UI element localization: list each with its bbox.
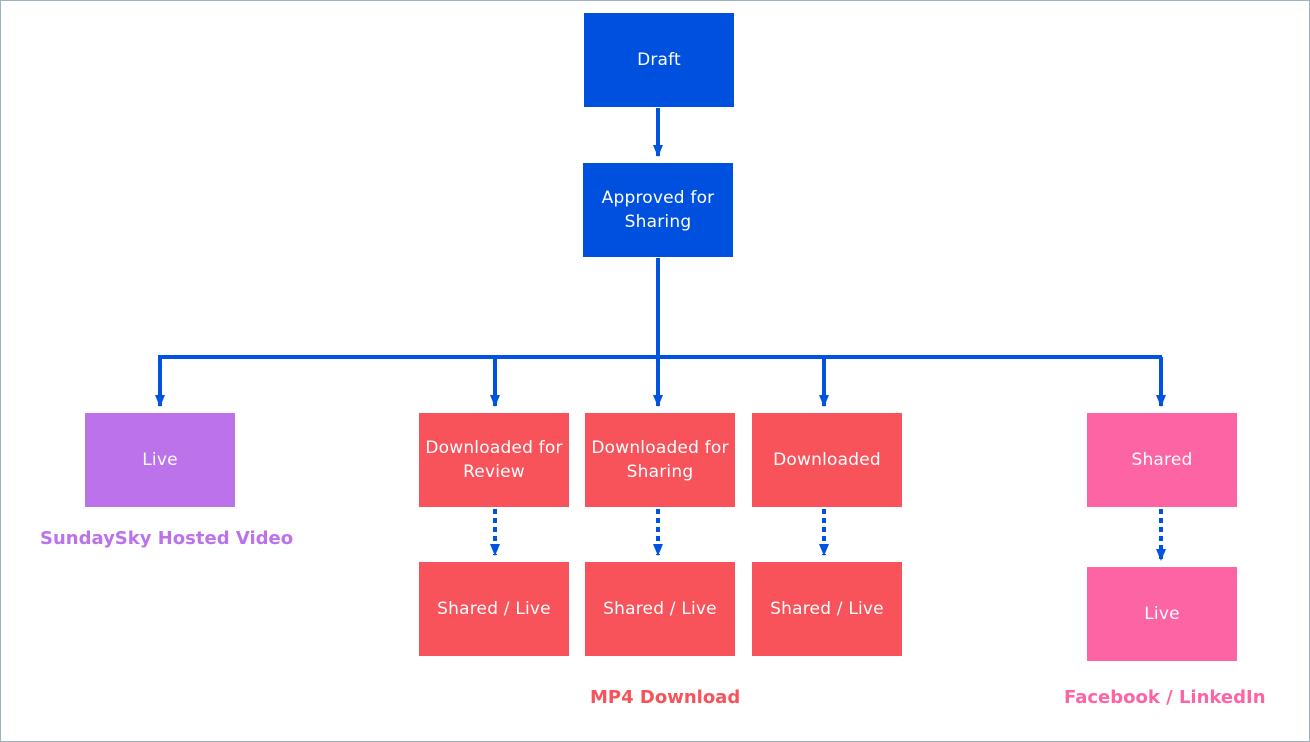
node-shared-social: Shared xyxy=(1087,413,1237,507)
group-label-mp4-download: MP4 Download xyxy=(590,687,741,708)
node-shared-live-label: Shared / Live xyxy=(603,599,717,619)
node-downloaded: Downloaded xyxy=(752,413,902,507)
node-live-social-label: Live xyxy=(1144,604,1180,624)
node-live-social: Live xyxy=(1087,567,1237,661)
node-shared-social-label: Shared xyxy=(1131,450,1193,470)
group-label-hosted-video: SundaySky Hosted Video xyxy=(40,528,294,549)
node-shared-live-review: Shared / Live xyxy=(419,562,569,656)
node-downloaded-label: Downloaded xyxy=(773,450,881,470)
node-downloaded-for-sharing: Downloaded for Sharing xyxy=(585,413,735,507)
node-downloaded-sharing-label: Downloaded for Sharing xyxy=(591,438,729,482)
group-label-social: Facebook / LinkedIn xyxy=(1064,687,1266,708)
node-live-hosted-label: Live xyxy=(142,450,178,470)
node-downloaded-review-label: Downloaded for Review xyxy=(425,438,563,482)
node-downloaded-for-review: Downloaded for Review xyxy=(419,413,569,507)
node-live-hosted: Live xyxy=(85,413,235,507)
node-draft-label: Draft xyxy=(637,50,681,70)
node-shared-live-label: Shared / Live xyxy=(437,599,551,619)
node-shared-live-downloaded: Shared / Live xyxy=(752,562,902,656)
node-shared-live-label: Shared / Live xyxy=(770,599,884,619)
node-approved-for-sharing: Approved for Sharing xyxy=(583,163,733,257)
node-draft: Draft xyxy=(584,13,734,107)
node-approved-label: Approved for Sharing xyxy=(601,188,715,232)
node-shared-live-sharing: Shared / Live xyxy=(585,562,735,656)
